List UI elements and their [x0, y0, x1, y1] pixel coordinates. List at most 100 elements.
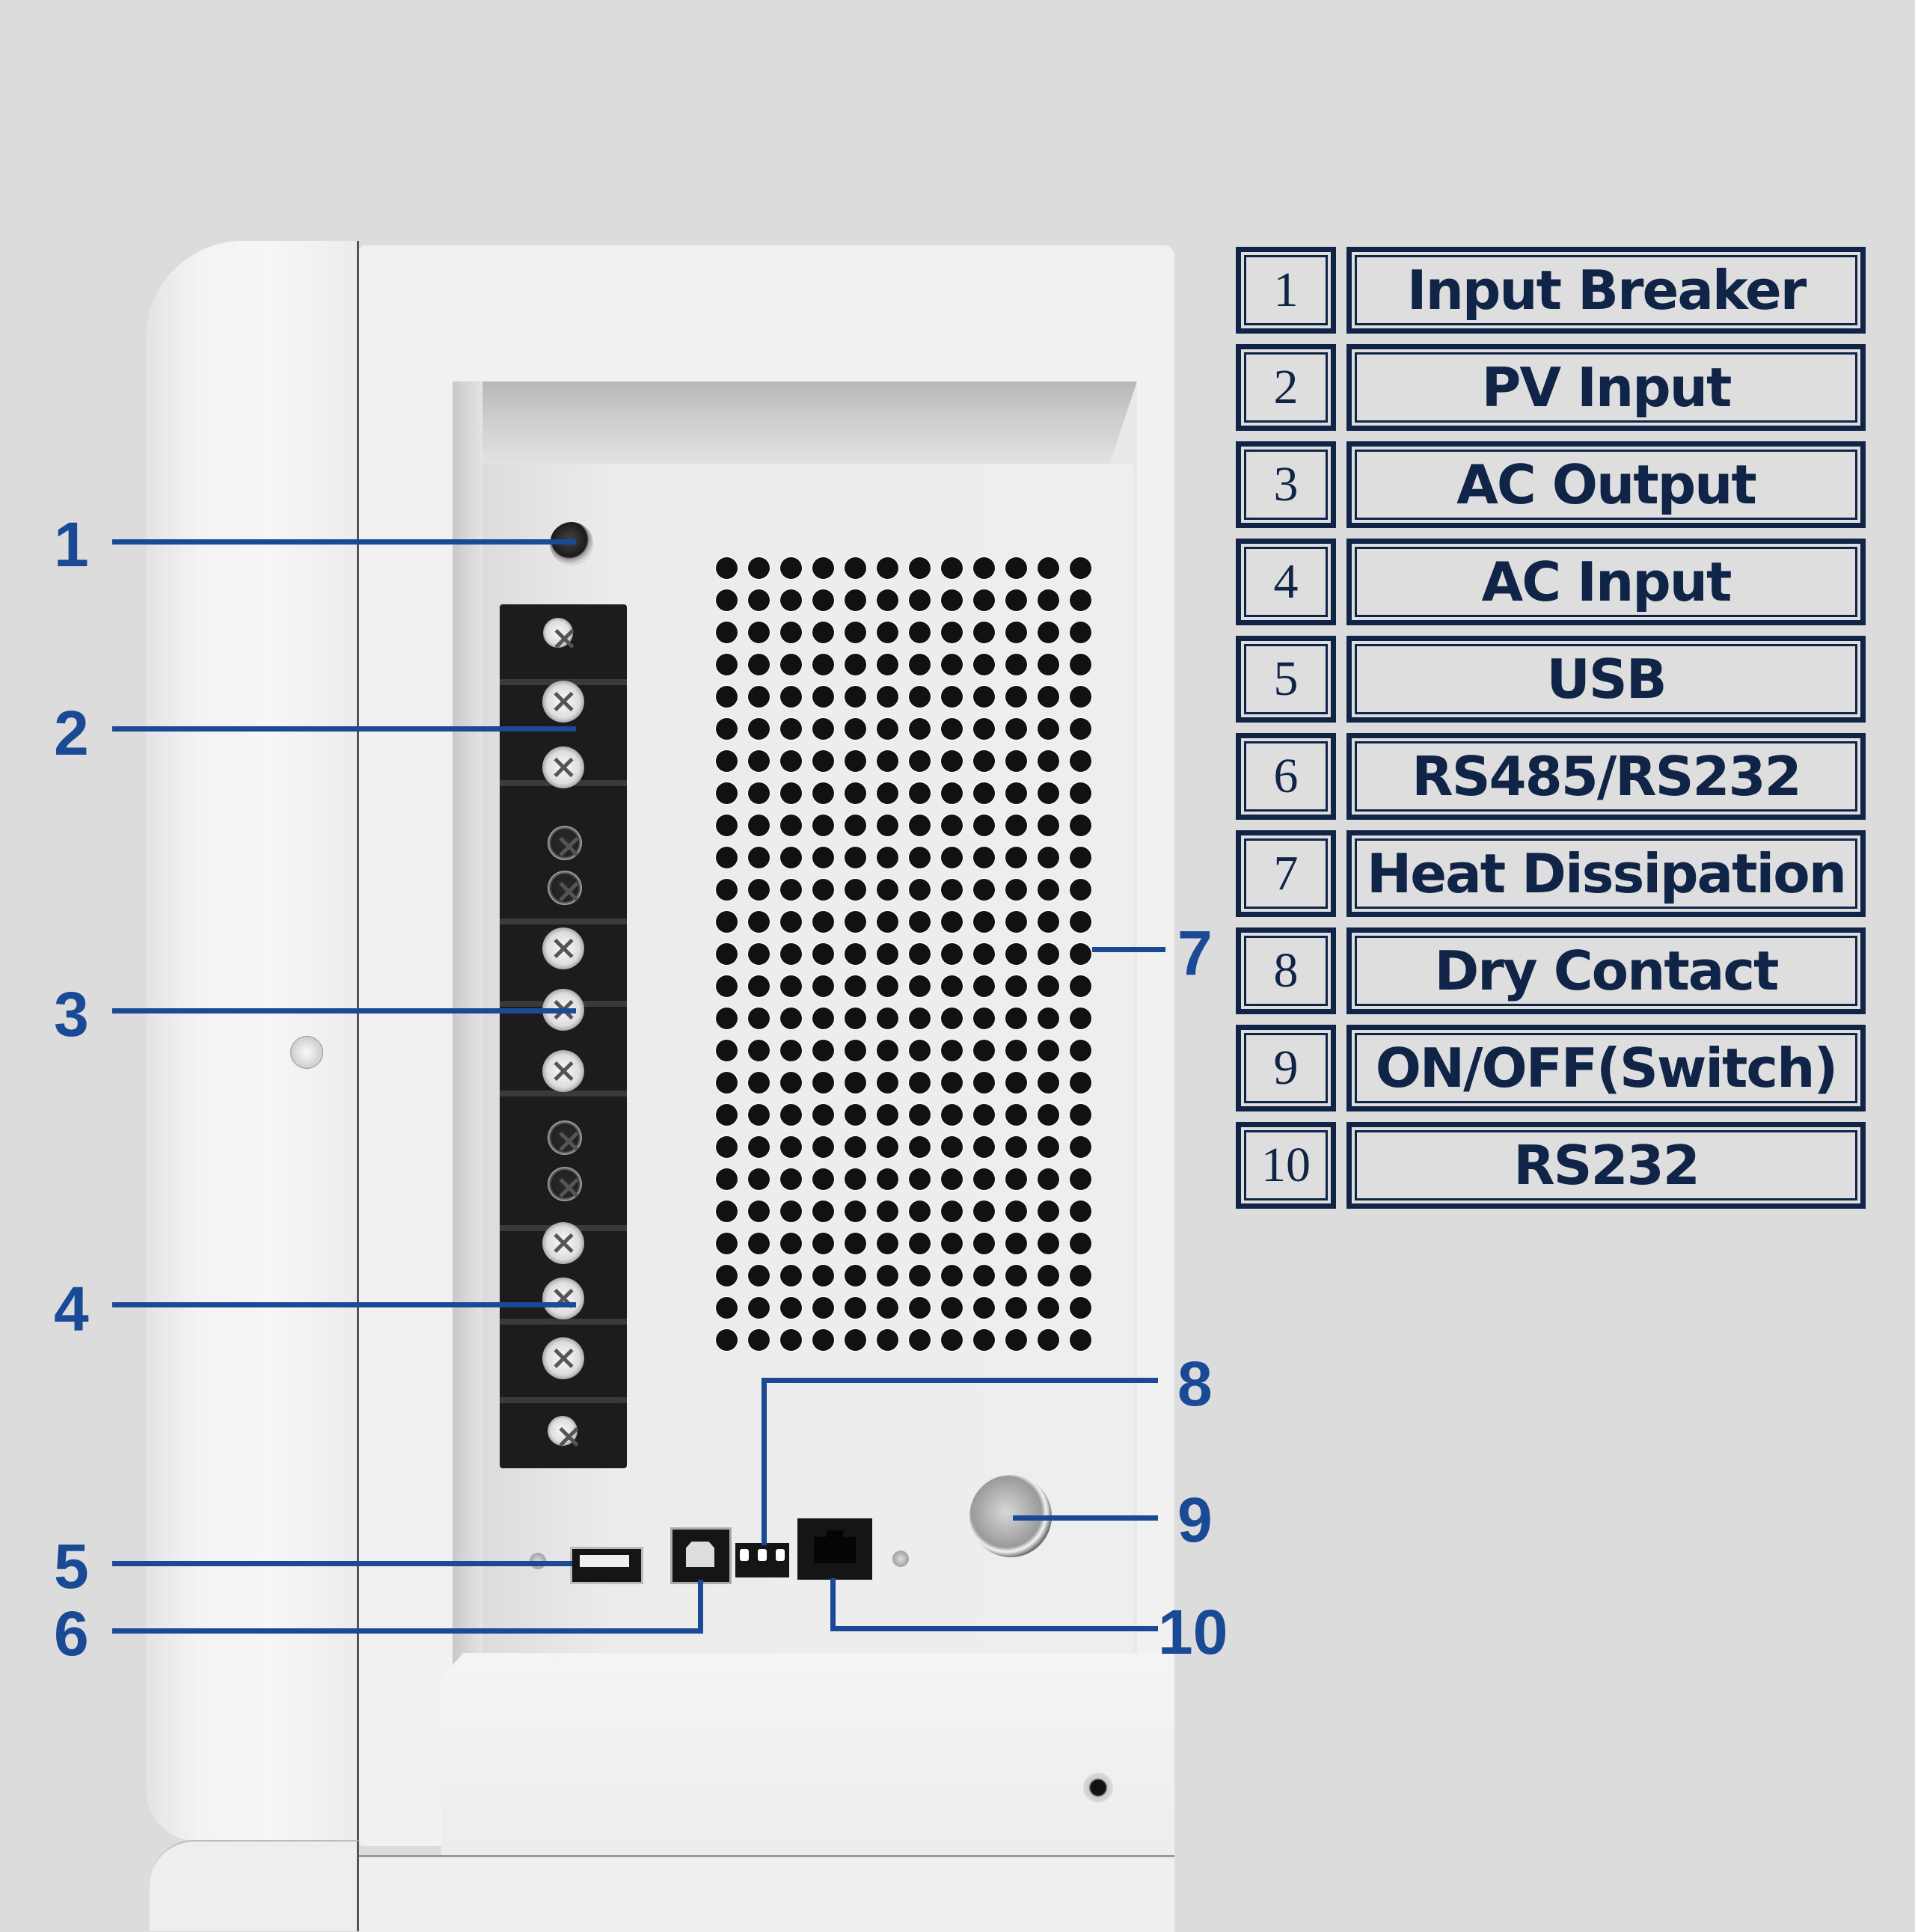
vent-hole	[780, 879, 802, 901]
usb-b-port[interactable]	[670, 1527, 732, 1584]
vent-hole	[716, 1168, 738, 1190]
vent-hole	[845, 589, 866, 611]
vent-hole	[1005, 686, 1027, 708]
vent-hole	[845, 557, 866, 579]
screw-icon[interactable]	[542, 746, 584, 788]
dry-contact-terminal[interactable]	[735, 1543, 789, 1577]
callout-line-6-vertical	[698, 1580, 703, 1634]
vent-hole	[780, 1200, 802, 1222]
vent-hole	[845, 1200, 866, 1222]
vent-hole	[1005, 654, 1027, 675]
vent-hole	[780, 847, 802, 868]
vent-hole	[1070, 847, 1091, 868]
vent-hole	[1005, 1329, 1027, 1351]
vent-hole	[941, 686, 963, 708]
screw-icon[interactable]	[542, 1278, 584, 1319]
vent-hole	[1038, 750, 1059, 772]
screw-icon[interactable]	[542, 1337, 584, 1379]
vent-hole	[877, 782, 898, 804]
vent-hole	[1038, 1297, 1059, 1319]
screw-icon	[548, 1120, 582, 1155]
vent-hole	[941, 654, 963, 675]
vent-hole	[877, 815, 898, 836]
vent-hole	[973, 718, 995, 740]
legend-label: ON/OFF(Switch)	[1346, 1025, 1866, 1111]
vent-hole	[1005, 1008, 1027, 1029]
callout-number-9: 9	[1177, 1485, 1213, 1555]
vent-hole	[909, 1265, 931, 1287]
callout-line-10	[830, 1626, 1158, 1631]
vent-hole	[1038, 943, 1059, 965]
vent-hole	[1070, 1040, 1091, 1061]
vent-hole	[877, 622, 898, 643]
vent-hole	[1038, 815, 1059, 836]
vent-hole	[716, 750, 738, 772]
vent-hole	[716, 1008, 738, 1029]
vent-hole	[877, 1329, 898, 1351]
vent-hole	[845, 1072, 866, 1094]
vent-hole	[716, 589, 738, 611]
vent-hole	[909, 1104, 931, 1126]
legend-number: 8	[1236, 927, 1336, 1014]
vent-hole	[1005, 718, 1027, 740]
usb-a-port[interactable]	[570, 1547, 643, 1584]
vent-hole	[780, 750, 802, 772]
vent-hole	[1070, 1168, 1091, 1190]
vent-hole	[748, 879, 770, 901]
vent-hole	[780, 589, 802, 611]
vent-hole	[909, 1040, 931, 1061]
vent-hole	[1070, 686, 1091, 708]
rj45-port[interactable]	[797, 1518, 872, 1580]
terminal-divider	[500, 919, 627, 924]
vent-hole	[973, 943, 995, 965]
vent-hole	[1070, 622, 1091, 643]
vent-hole	[1070, 1297, 1091, 1319]
vent-hole	[780, 622, 802, 643]
vent-hole	[812, 1233, 834, 1254]
callout-number-4: 4	[54, 1274, 89, 1344]
callout-line-3	[112, 1008, 576, 1013]
vent-hole	[812, 1329, 834, 1351]
vent-hole	[716, 654, 738, 675]
callout-number-3: 3	[54, 979, 89, 1049]
vent-hole	[973, 750, 995, 772]
mounting-hole-icon	[1083, 1773, 1113, 1803]
legend-number: 6	[1236, 733, 1336, 820]
vent-hole	[845, 622, 866, 643]
vent-hole	[716, 1265, 738, 1287]
vent-hole	[877, 1008, 898, 1029]
vent-hole	[748, 1072, 770, 1094]
vent-hole	[845, 1136, 866, 1158]
vent-hole	[973, 879, 995, 901]
vent-hole	[780, 782, 802, 804]
vent-hole	[1070, 1136, 1091, 1158]
vent-hole	[941, 782, 963, 804]
vent-hole	[716, 1136, 738, 1158]
vent-hole	[1070, 815, 1091, 836]
vent-hole	[1038, 654, 1059, 675]
vent-hole	[941, 1233, 963, 1254]
vent-hole	[716, 557, 738, 579]
vent-hole	[748, 718, 770, 740]
screw-icon[interactable]	[542, 1050, 584, 1092]
vent-hole	[780, 1233, 802, 1254]
vent-hole	[909, 589, 931, 611]
vent-hole	[941, 975, 963, 997]
screw-icon[interactable]	[542, 1222, 584, 1264]
legend-number: 1	[1236, 247, 1336, 334]
vent-hole	[1038, 1072, 1059, 1094]
vent-hole	[1038, 1168, 1059, 1190]
vent-hole	[1038, 718, 1059, 740]
vent-hole	[941, 1297, 963, 1319]
callout-number-8: 8	[1177, 1349, 1213, 1419]
vent-hole	[973, 622, 995, 643]
vent-hole	[941, 718, 963, 740]
vent-hole	[812, 557, 834, 579]
screw-icon	[543, 618, 573, 648]
screw-icon[interactable]	[542, 927, 584, 969]
vent-hole	[1070, 1265, 1091, 1287]
vent-hole	[716, 686, 738, 708]
screw-icon[interactable]	[542, 681, 584, 723]
callout-line-10-vertical	[830, 1578, 836, 1631]
vent-hole	[973, 1040, 995, 1061]
